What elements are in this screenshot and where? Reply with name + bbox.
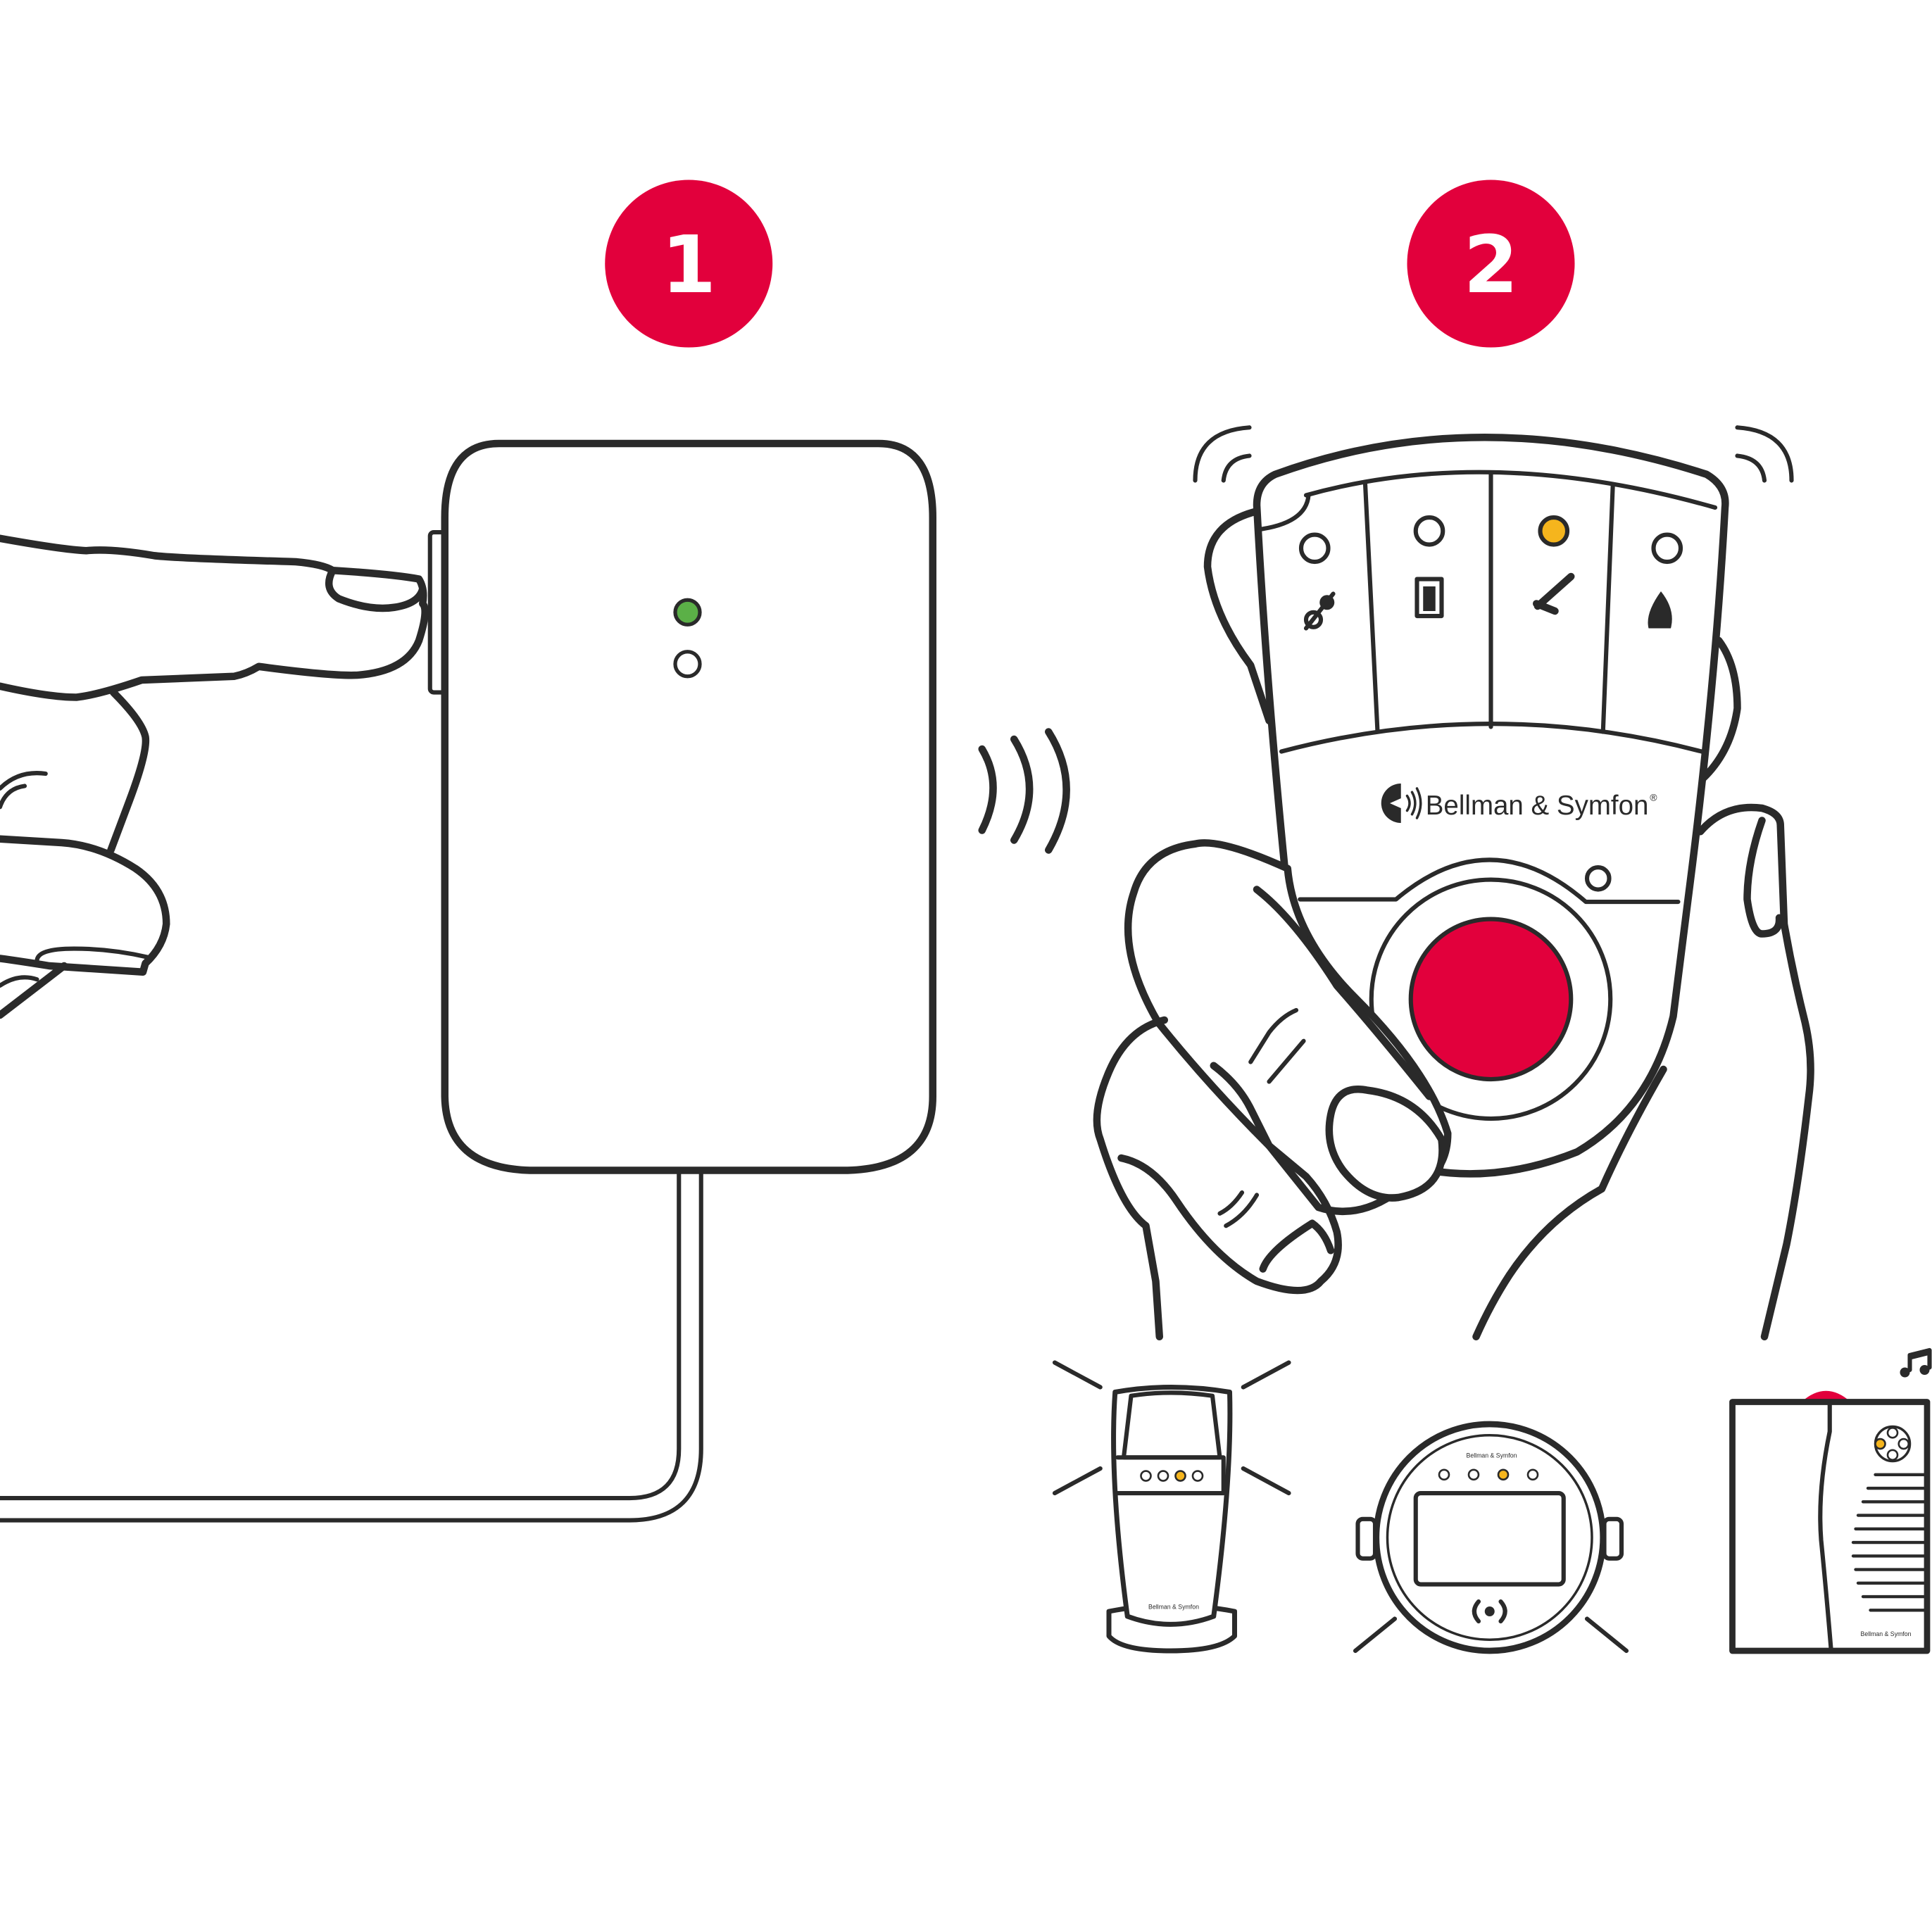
shake-left-icon bbox=[1193, 425, 1252, 483]
indicator-fire bbox=[1651, 532, 1683, 565]
brand-name: Bellman & Symfon bbox=[1426, 791, 1649, 821]
indicator-baby bbox=[1298, 532, 1331, 565]
baby-icon bbox=[1303, 591, 1336, 631]
door-icon bbox=[1414, 577, 1444, 619]
step-2-number: 2 bbox=[1464, 220, 1519, 311]
portable-receiver: Bellman & Symfon bbox=[1729, 1347, 1932, 1654]
brand-wordmark: Bellman & Symfon® bbox=[1426, 791, 1657, 821]
device-label: Bellman & Symfon bbox=[1148, 1604, 1199, 1611]
vibrating-lamp-receiver: Bellman & Symfon bbox=[1052, 1360, 1291, 1654]
phone-icon bbox=[1533, 572, 1575, 615]
vibration-icon bbox=[1472, 1599, 1507, 1624]
transmitter-device bbox=[427, 439, 936, 1174]
shake-right-icon bbox=[1735, 425, 1794, 483]
brand-registered: ® bbox=[1650, 792, 1657, 803]
step-1-circle bbox=[605, 180, 773, 348]
radio-waves-icon bbox=[978, 728, 1070, 854]
music-note-icon bbox=[1900, 1347, 1932, 1378]
status-led bbox=[1584, 864, 1612, 892]
step-1-number: 1 bbox=[661, 220, 716, 311]
led-green-icon bbox=[673, 598, 702, 627]
power-cable bbox=[0, 1168, 703, 1523]
step-1-badge: 1 bbox=[605, 180, 773, 348]
fire-icon bbox=[1648, 591, 1672, 629]
speaker-grille bbox=[1851, 1473, 1929, 1612]
led-off-icon bbox=[673, 650, 702, 679]
alarm-button[interactable] bbox=[1408, 917, 1574, 1082]
brand-logo-icon bbox=[1381, 784, 1401, 823]
step-2-circle bbox=[1407, 180, 1575, 348]
flash-rays-icon bbox=[1353, 1616, 1629, 1654]
step-2-badge: 2 bbox=[1407, 180, 1575, 348]
finger-press-icon bbox=[0, 534, 429, 1019]
device-label: Bellman & Symfon bbox=[1861, 1630, 1912, 1637]
indicator-phone-lit bbox=[1538, 515, 1570, 547]
remote-hand: Bellman & Symfon® bbox=[1093, 425, 1814, 1340]
flash-receiver: Bellman & Symfon bbox=[1353, 1421, 1629, 1654]
device-label: Bellman & Symfon bbox=[1467, 1452, 1517, 1459]
flash-rays-icon bbox=[1052, 1360, 1291, 1496]
indicator-door bbox=[1413, 515, 1445, 547]
door-icon-panel bbox=[1423, 586, 1436, 611]
brand-logo: Bellman & Symfon® bbox=[1381, 784, 1657, 823]
